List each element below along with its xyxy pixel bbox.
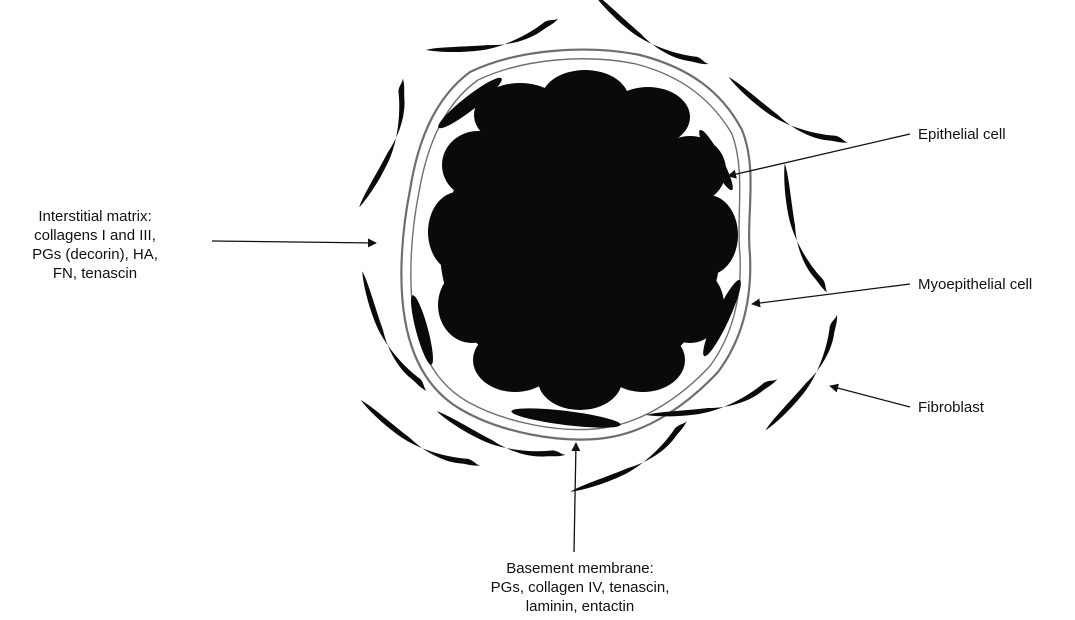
myoepithelial-cell-label: Myoepithelial cell xyxy=(918,275,1032,294)
fibroblast-cell xyxy=(759,314,852,436)
interstitial-matrix-line-3: PGs (decorin), HA, xyxy=(0,245,190,264)
interstitial-matrix-line-2: collagens I and III, xyxy=(0,226,190,245)
fibroblast-cell xyxy=(723,70,848,157)
epithelial-cell-label: Epithelial cell xyxy=(918,125,1006,144)
fibroblast-cell xyxy=(775,161,828,297)
basement-membrane-line-1: Basement membrane: xyxy=(430,559,730,578)
fibroblast-cell xyxy=(425,18,562,59)
fibroblast-cell xyxy=(353,268,427,399)
basement-membrane-line-3: laminin, entactin xyxy=(430,597,730,616)
fibroblast-cell xyxy=(355,393,480,480)
basement-membrane-line-2: PGs, collagen IV, tenascin, xyxy=(430,578,730,597)
basement-membrane-arrow xyxy=(574,443,576,552)
interstitial-matrix-line-1: Interstitial matrix: xyxy=(0,207,190,226)
basement-membrane-label: Basement membrane: PGs, collagen IV, ten… xyxy=(430,559,730,616)
interstitial-matrix-line-4: FN, tenascin xyxy=(0,264,190,283)
myoepithelial-cell xyxy=(407,294,437,367)
fibroblast-arrow xyxy=(830,386,910,407)
myoepithelial-cell-arrow xyxy=(752,284,910,304)
epithelial-cell-arrow xyxy=(728,134,910,176)
interstitial-matrix-arrow xyxy=(212,241,376,243)
fibroblast-label: Fibroblast xyxy=(918,398,984,417)
myoepithelial-cell xyxy=(511,404,622,431)
epithelial-cell-mass xyxy=(428,70,738,410)
interstitial-matrix-label: Interstitial matrix: collagens I and III… xyxy=(0,207,190,283)
